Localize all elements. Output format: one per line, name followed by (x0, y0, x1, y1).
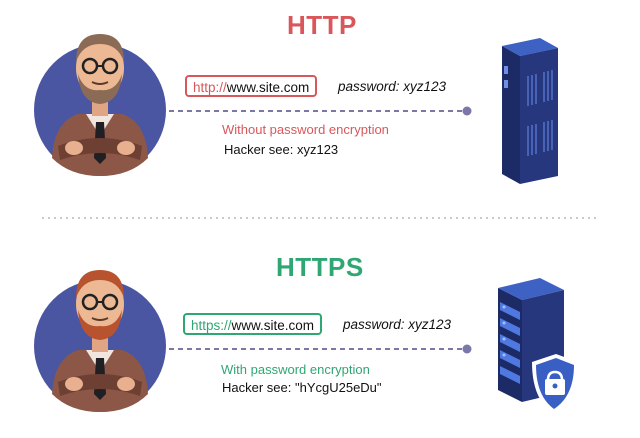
https-url-box: https://www.site.com (183, 313, 323, 335)
https-hacker-see: Hacker see: "hYcgU25eDu" (222, 380, 382, 395)
man-avatar-icon (34, 270, 166, 412)
http-status: Without password encryption (222, 122, 389, 137)
https-title: HTTPS (276, 252, 364, 282)
https-password: password: xyz123 (343, 317, 452, 332)
server-icon (502, 38, 558, 184)
http-title: HTTP (287, 10, 357, 40)
http-url-protocol: http:// (193, 80, 227, 95)
http-url-box: http://www.site.com (185, 75, 318, 97)
http-connection-end (462, 106, 472, 116)
https-url-host: www.site.com (231, 318, 315, 333)
http-url-host: www.site.com (226, 80, 310, 95)
http-password: password: xyz123 (338, 79, 447, 94)
https-url-protocol: https:// (191, 318, 232, 333)
https-connection-end (462, 344, 472, 354)
http-hacker-see: Hacker see: xyz123 (224, 142, 339, 157)
server-icon (498, 278, 578, 414)
https-status: With password encryption (221, 362, 370, 377)
shield-lock-icon (532, 354, 578, 414)
man-avatar-icon (34, 34, 166, 176)
